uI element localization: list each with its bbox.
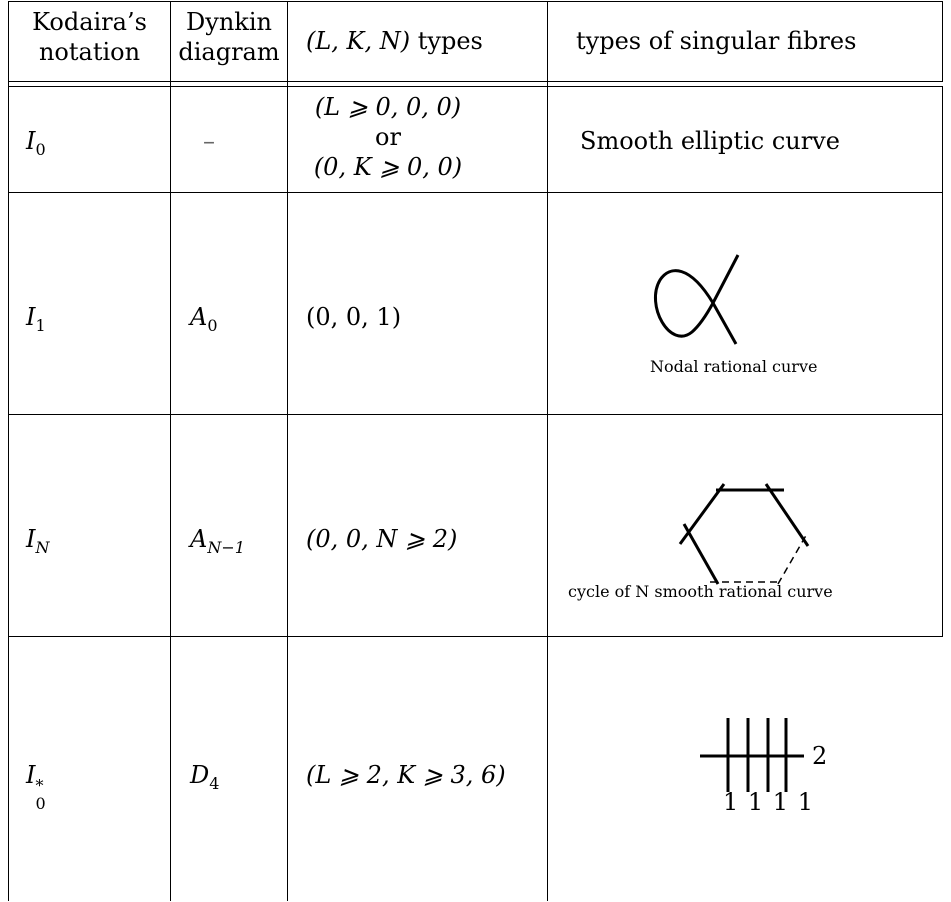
row4-mult-right: 2 xyxy=(812,741,827,771)
row3-notation-sub: N xyxy=(35,538,50,557)
table-top-rule xyxy=(8,1,943,2)
header-types-math: (L, K, N) xyxy=(306,27,411,55)
header-types-word: types xyxy=(417,27,483,55)
row2-dynkin: A0 xyxy=(190,302,218,335)
row-rule-3 xyxy=(8,636,943,637)
row1-types-line3: (0, K ⩾ 0, 0) xyxy=(313,153,463,181)
row1-types-line1: (L ⩾ 0, 0, 0) xyxy=(314,93,462,121)
row2-types-text: (0, 0, 1) xyxy=(306,303,402,331)
row-rule-2 xyxy=(8,414,943,415)
col-rule-4b xyxy=(942,86,943,636)
row1-fibre-text: Smooth elliptic curve xyxy=(580,127,840,155)
row4-mult-right-text: 2 xyxy=(812,742,828,770)
header-rule-1 xyxy=(8,81,943,82)
row4-notation-base: I xyxy=(26,761,36,789)
row1-notation-base: I xyxy=(26,127,36,155)
row4-mult-bottom: 1 1 1 1 xyxy=(723,787,814,817)
row1-fibre: Smooth elliptic curve xyxy=(580,126,840,156)
row4-types-text: (L ⩾ 2, K ⩾ 3, 6) xyxy=(306,761,506,789)
row2-notation: I1 xyxy=(26,302,46,335)
row4-notation: I*0 xyxy=(26,760,49,813)
row3-fibre-caption: cycle of N smooth rational curve xyxy=(568,577,833,607)
row4-notation-sub: 0 xyxy=(35,794,46,813)
col-rule-1 xyxy=(170,1,171,901)
col-rule-0 xyxy=(8,1,9,901)
header-dynkin: Dynkin diagram xyxy=(171,7,287,67)
row3-types: (0, 0, N ⩾ 2) xyxy=(306,524,457,554)
nodal-curve-diagram xyxy=(654,254,740,345)
row2-notation-sub: 1 xyxy=(35,316,46,335)
row2-dynkin-base: A xyxy=(190,303,208,331)
row1-types-line2: or xyxy=(375,123,401,151)
header-notation-line1: Kodaira’s xyxy=(32,8,147,36)
row2-fibre-caption: Nodal rational curve xyxy=(650,352,817,382)
cycle-curve-diagram xyxy=(678,483,810,585)
header-types: (L, K, N) types xyxy=(306,26,483,56)
row4-dynkin-sub: 4 xyxy=(209,774,220,793)
row3-notation-base: I xyxy=(26,525,36,553)
col-rule-3 xyxy=(547,1,548,901)
header-notation: Kodaira’s notation xyxy=(9,7,170,67)
row3-dynkin-sub: N−1 xyxy=(207,538,245,557)
row-rule-1 xyxy=(8,192,943,193)
row2-types: (0, 0, 1) xyxy=(306,302,401,332)
row3-dynkin-base: A xyxy=(190,525,208,553)
col-rule-4 xyxy=(942,1,943,81)
row3-types-text: (0, 0, N ⩾ 2) xyxy=(306,525,458,553)
row1-types: (L ⩾ 0, 0, 0) or (0, K ⩾ 0, 0) xyxy=(288,92,488,182)
header-rule-2 xyxy=(8,86,943,87)
row3-notation: IN xyxy=(26,524,49,557)
row3-dynkin: AN−1 xyxy=(190,524,245,557)
row2-fibre-caption-text: Nodal rational curve xyxy=(650,357,818,376)
row2-notation-base: I xyxy=(26,303,36,331)
row1-dynkin: – xyxy=(203,126,215,156)
header-fibres: types of singular fibres xyxy=(576,26,856,56)
row4-dynkin: D4 xyxy=(190,760,219,793)
row2-dynkin-sub: 0 xyxy=(207,316,218,335)
row1-notation-sub: 0 xyxy=(35,140,46,159)
row4-notation-sup: * xyxy=(35,776,44,795)
col-rule-2 xyxy=(287,1,288,901)
d4-fibre-diagram xyxy=(700,718,804,792)
header-dynkin-line2: diagram xyxy=(178,38,280,66)
row1-notation: I0 xyxy=(26,126,46,159)
header-fibres-text: types of singular fibres xyxy=(576,27,857,55)
row4-mult-bottom-text: 1 1 1 1 xyxy=(723,788,814,816)
header-dynkin-line1: Dynkin xyxy=(186,8,272,36)
row3-fibre-caption-text: cycle of N smooth rational curve xyxy=(568,582,833,601)
row4-types: (L ⩾ 2, K ⩾ 3, 6) xyxy=(306,760,506,790)
row1-dynkin-text: – xyxy=(203,127,215,155)
row4-dynkin-base: D xyxy=(190,761,210,789)
header-notation-line2: notation xyxy=(38,38,141,66)
